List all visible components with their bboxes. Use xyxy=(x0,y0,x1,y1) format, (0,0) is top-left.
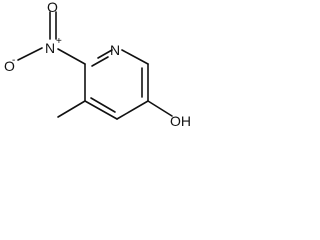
bond-c4-c3 xyxy=(84,100,118,120)
oxygen-top-label: O xyxy=(47,0,58,15)
nitro-nitrogen-charge-label: + xyxy=(56,36,62,47)
nitro-nitrogen-label: N xyxy=(45,40,55,56)
bond-n1-c6 xyxy=(121,49,149,65)
bond-nitro-nitrogen-oxygen-left xyxy=(17,47,43,61)
ring-nitrogen-label: N xyxy=(110,42,120,58)
oxygen-left-label: O xyxy=(4,58,15,74)
bond-c2-n1 xyxy=(97,49,113,59)
bond-c5-hydroxyl xyxy=(147,100,173,117)
bond-c2-nitro-nitrogen xyxy=(57,48,86,65)
molecule-diagram: N N + O O - OH xyxy=(4,0,191,129)
oxygen-left-charge-label: - xyxy=(12,55,15,66)
double-bond-c2-n1-inner xyxy=(91,56,109,67)
bond-c3-methyl xyxy=(57,100,86,118)
double-bond-c4-c3-inner xyxy=(90,97,116,113)
hydroxyl-label: OH xyxy=(170,113,191,129)
chemical-structure-canvas: N N + O O - OH xyxy=(0,0,202,138)
bond-c5-c4 xyxy=(116,100,149,120)
